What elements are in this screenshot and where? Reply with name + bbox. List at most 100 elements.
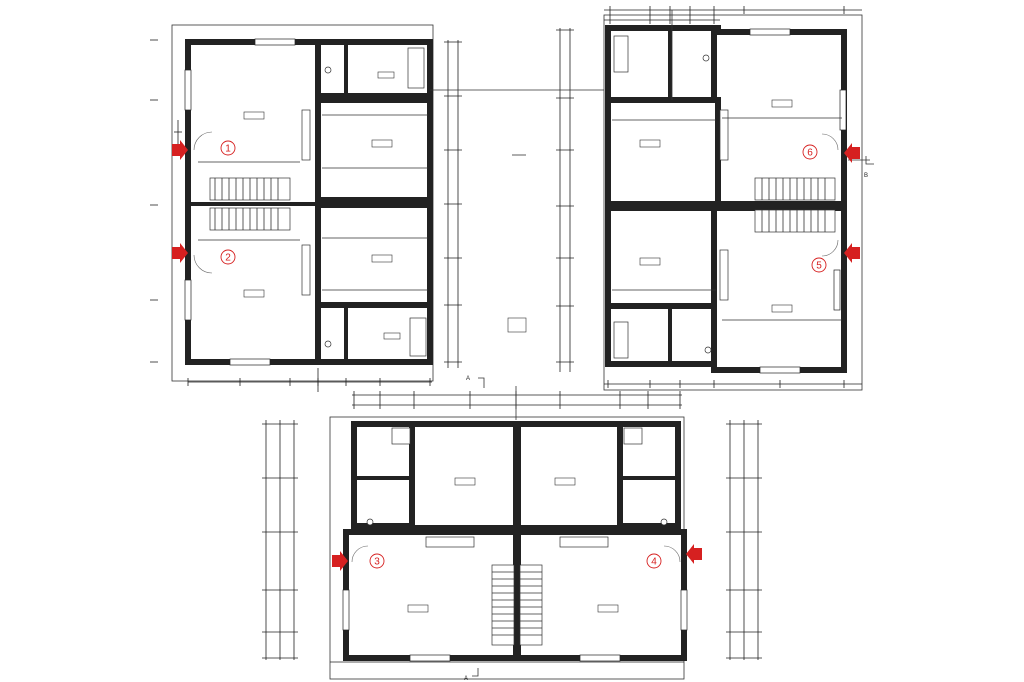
door-swing	[821, 133, 839, 151]
stair-bottom-3	[491, 564, 515, 646]
dimension-chain-bottom-right-v	[726, 420, 762, 660]
shower	[391, 427, 411, 445]
toilet	[702, 54, 710, 62]
block-left	[184, 38, 433, 366]
window	[229, 358, 271, 366]
kitchen-counter	[719, 249, 729, 301]
section-marker-a-top: A	[466, 376, 485, 388]
room-bottom-right-walls	[605, 205, 721, 309]
window	[749, 28, 791, 36]
living-3-walls	[343, 529, 519, 661]
dimension-chain-bottom-left-v	[262, 420, 298, 660]
section-marker-b: B	[864, 156, 874, 179]
room-tag	[554, 477, 576, 486]
stair-bottom-4	[519, 564, 543, 646]
unit-number: 2	[225, 253, 231, 264]
section-label: A	[466, 376, 470, 382]
dimension-chain-vertical-mid	[556, 28, 574, 372]
kitchen-counter	[559, 536, 609, 548]
door-swing	[193, 131, 213, 151]
toilet	[366, 518, 374, 526]
door-swing	[193, 254, 213, 274]
window	[579, 654, 621, 662]
room-tag	[639, 139, 661, 148]
bathtub	[613, 35, 629, 73]
unit-4-marker: 4	[646, 553, 662, 569]
room-tag	[407, 604, 429, 613]
door-swing	[663, 545, 681, 563]
entrance-arrow-icon	[172, 243, 188, 263]
window	[409, 654, 451, 662]
kitchen-counter	[425, 536, 475, 548]
bathtub	[613, 321, 629, 359]
room-tag	[771, 304, 793, 313]
door-swing	[821, 239, 839, 257]
unit-number: 4	[651, 557, 657, 568]
bathtub	[407, 47, 425, 89]
dimension-chain-left	[150, 39, 182, 363]
kitchen-counter-1	[301, 109, 311, 161]
room-tag	[639, 257, 661, 266]
stair-top	[209, 177, 291, 201]
entrance-arrow-icon	[172, 140, 188, 160]
window	[184, 279, 192, 321]
room-tag	[371, 139, 393, 148]
dimension-chain-bottom-right	[604, 380, 862, 388]
unit-number: 3	[374, 557, 380, 568]
toilet	[324, 66, 332, 74]
toilet	[660, 518, 668, 526]
shower	[623, 427, 643, 445]
door-swing	[351, 545, 369, 563]
stair-right-top	[754, 177, 836, 201]
toilet	[324, 340, 332, 348]
block-bottom	[342, 421, 688, 662]
entrance-arrow-icon	[844, 243, 860, 263]
kitchen-counter-2	[301, 244, 311, 296]
unit-1-marker: 1	[220, 140, 236, 156]
room-tag	[383, 332, 401, 340]
unit-number: 5	[816, 261, 822, 272]
room-top-right-walls	[605, 97, 721, 207]
unit-3-marker: 3	[369, 553, 385, 569]
stair-bottom	[209, 207, 291, 231]
window	[680, 589, 688, 631]
block-right	[605, 25, 847, 374]
window	[254, 38, 296, 46]
section-label: A	[464, 676, 468, 682]
sheet-border-right	[603, 14, 863, 391]
living-4-walls	[515, 529, 687, 661]
dimension-chain-bottom-top	[352, 386, 682, 420]
room-top-walls	[315, 97, 433, 203]
room-3-walls	[409, 421, 519, 531]
unit-5-marker: 5	[811, 257, 827, 273]
kitchen-counter	[719, 109, 729, 161]
room-tag	[371, 254, 393, 263]
room-tag	[597, 604, 619, 613]
window	[759, 366, 801, 374]
window	[184, 69, 192, 111]
room-tag	[243, 289, 265, 298]
section-label: B	[864, 173, 868, 179]
room-tag	[243, 111, 265, 120]
entrance-arrow-icon	[844, 143, 860, 163]
room-tag	[771, 99, 793, 108]
dimension-chain-top-right	[604, 6, 862, 100]
unit-6-marker: 6	[802, 144, 818, 160]
window	[839, 89, 847, 131]
unit-number: 1	[225, 144, 231, 155]
dimension-chain-bottom-left	[187, 368, 432, 392]
window	[833, 269, 841, 311]
dimension-chain-vertical-left	[444, 40, 462, 368]
entrance-arrow-icon	[332, 551, 348, 571]
entrance-arrow-icon	[686, 544, 702, 564]
bathtub	[409, 317, 427, 357]
window	[342, 589, 350, 631]
section-marker-a-bottom: A	[464, 668, 479, 682]
unit-2-marker: 2	[220, 249, 236, 265]
center-legend-tag	[507, 317, 527, 333]
room-tag	[454, 477, 476, 486]
room-tag	[377, 71, 395, 79]
unit-number: 6	[807, 148, 813, 159]
